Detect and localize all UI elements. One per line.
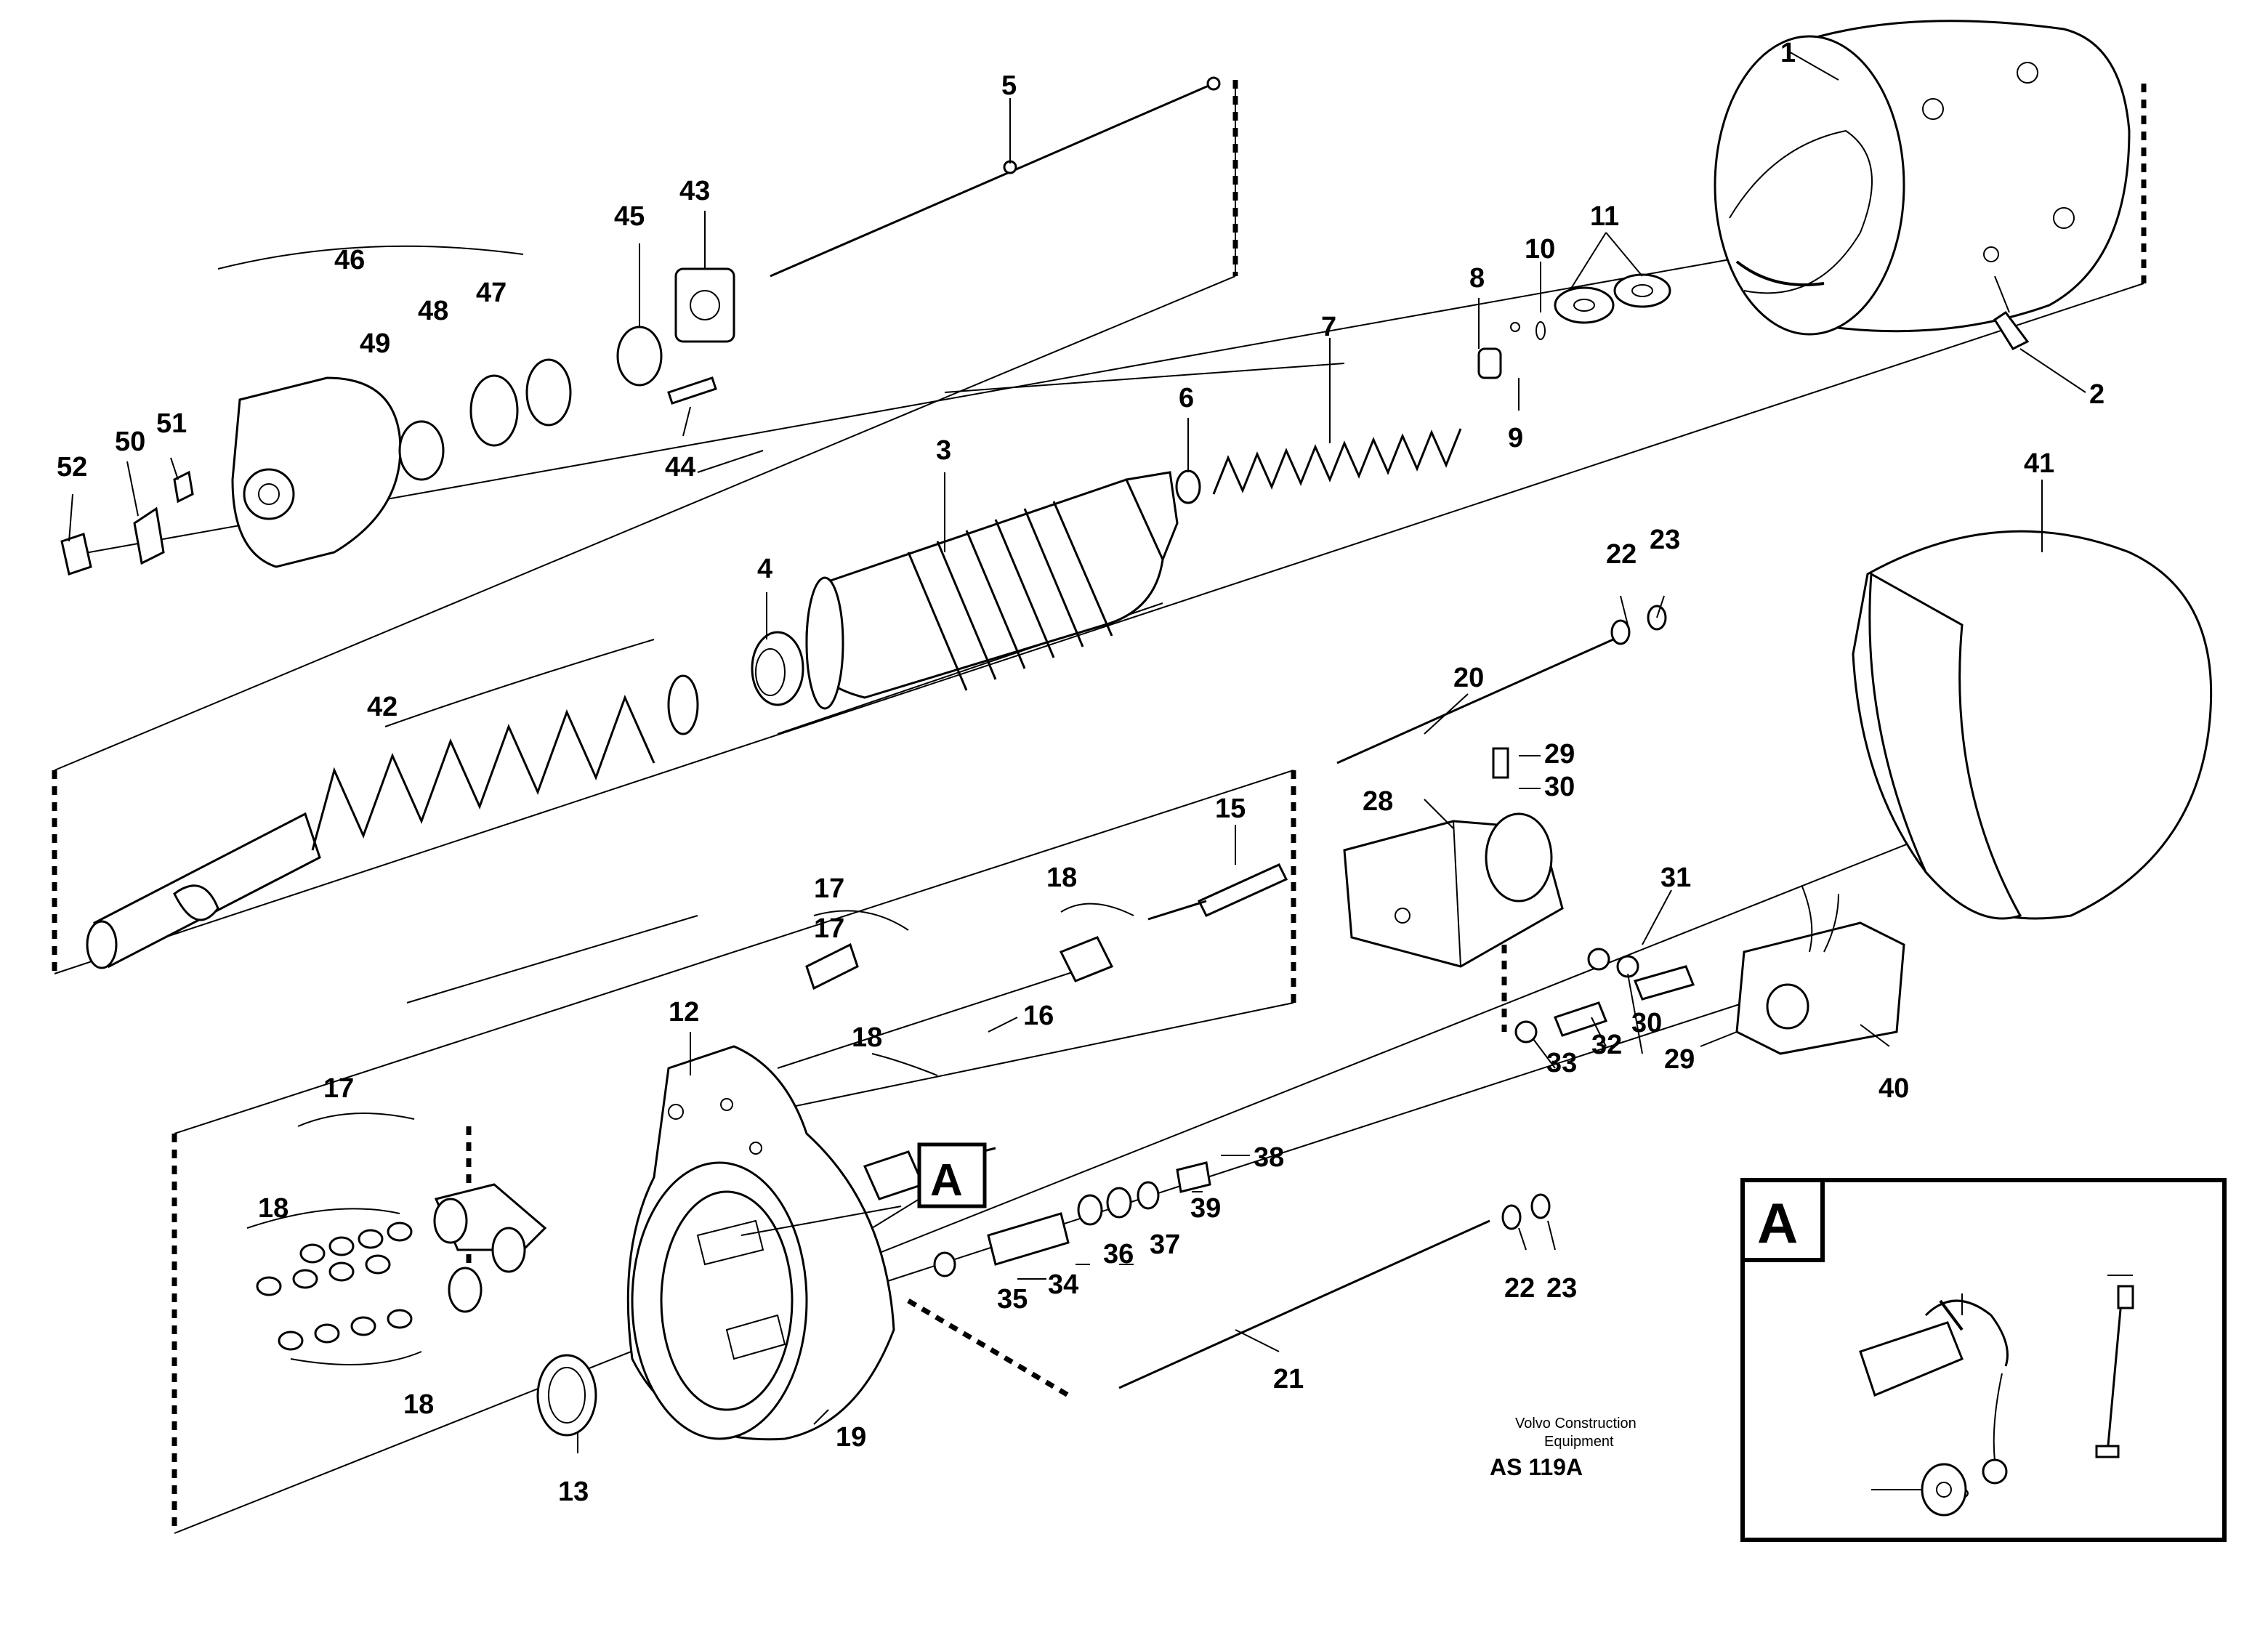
part-label: 43 [679, 176, 710, 206]
part-label: 31 [1660, 863, 1691, 893]
part-label: 42 [367, 692, 397, 722]
detail-marker: A [871, 1142, 987, 1229]
part-label: 35 [997, 1284, 1028, 1315]
drawing-code: AS 119A [1490, 1454, 1583, 1480]
part-label: 17 [323, 1073, 354, 1104]
part-label: 18 [852, 1022, 882, 1053]
relay-40 [1735, 886, 1905, 1055]
armature [805, 471, 1179, 710]
part-label: 23 [1650, 525, 1680, 555]
part-label: 39 [1190, 1193, 1221, 1224]
part-label: 32 [1591, 1030, 1622, 1060]
part-label: 9 [1508, 423, 1523, 453]
part-label: 34 [1048, 1269, 1078, 1300]
part-label: 5 [1001, 70, 1017, 101]
part-label: 38 [1254, 1142, 1284, 1173]
bolt-44 [667, 376, 717, 405]
bushing-6 [1175, 469, 1201, 504]
part-label: 46 [334, 245, 365, 275]
part-label: 28 [1363, 786, 1393, 817]
part-label: 17 [814, 913, 844, 944]
part-label: 51 [156, 408, 187, 439]
part-label: 21 [1273, 1364, 1304, 1394]
drive-end-housing [231, 376, 402, 568]
motor-housing [1714, 20, 2131, 336]
inset-label: A [1757, 1191, 1798, 1255]
part-label: 10 [1525, 234, 1555, 265]
drawing-credit: Volvo Construction Equipment AS 119A [1490, 1416, 1637, 1480]
part-label: 3 [936, 435, 951, 466]
drive-end-rings [398, 267, 735, 481]
part-label: 16 [1023, 1001, 1054, 1031]
part-label: 44 [665, 452, 695, 483]
part-label: 52 [57, 452, 87, 483]
pinion-nut-group [60, 470, 194, 576]
part-label: 17 [814, 873, 844, 904]
part-label: 29 [1544, 739, 1575, 770]
coil-spring [1212, 428, 1462, 495]
credit-line-2: Equipment [1544, 1434, 1614, 1450]
part-label: 12 [669, 997, 699, 1028]
part-label: 13 [558, 1477, 589, 1507]
part-label: 49 [360, 328, 390, 359]
part-label: 40 [1878, 1073, 1909, 1104]
through-rod-5 [770, 76, 1221, 278]
part-label: 18 [1046, 863, 1077, 893]
detail-inset: A [1740, 1178, 2227, 1542]
leader-lines [68, 50, 2086, 1453]
drive-shaft-assembly [86, 674, 699, 969]
part-label: 22 [1606, 539, 1637, 570]
solenoid-hardware [1492, 747, 1695, 1043]
part-label: 22 [1504, 1273, 1535, 1304]
part-label: 41 [2024, 448, 2054, 479]
long-bolts [1118, 605, 1667, 1389]
part-label: 36 [1103, 1239, 1134, 1269]
part-label: 33 [1546, 1048, 1577, 1078]
part-label: 18 [258, 1193, 288, 1224]
commutator-end-frame [626, 1045, 895, 1441]
washers-and-bushings [1477, 273, 1671, 379]
terminal-stud-group [933, 1161, 1211, 1277]
part-label: 30 [1631, 1008, 1662, 1038]
solenoid-switch [1343, 812, 1564, 968]
part-label: 4 [757, 554, 772, 584]
part-label: 30 [1544, 772, 1575, 802]
part-label: 11 [1590, 201, 1619, 232]
part-label: 8 [1469, 263, 1485, 294]
part-label: 48 [418, 296, 448, 326]
part-label: 23 [1546, 1273, 1577, 1304]
part-label: 47 [476, 278, 507, 308]
part-label: 6 [1179, 383, 1194, 413]
cover-band [1852, 530, 2213, 920]
brush-plate-washers [256, 1183, 547, 1351]
part-label: 50 [115, 427, 145, 457]
part-label: 2 [2089, 379, 2104, 410]
part-label: 29 [1664, 1044, 1695, 1075]
part-label: 1 [1780, 38, 1796, 68]
part-label: 18 [403, 1389, 434, 1420]
part-label: 45 [614, 201, 645, 232]
part-label: 37 [1150, 1230, 1180, 1260]
bearing-4 [751, 631, 804, 706]
bushing-13 [536, 1354, 597, 1437]
screw-2 [1993, 275, 2030, 350]
part-label: 7 [1321, 312, 1336, 342]
part-label: 19 [836, 1422, 866, 1453]
detail-marker-letter: A [930, 1155, 963, 1206]
part-label: 20 [1453, 663, 1484, 693]
part-label: 15 [1215, 794, 1246, 824]
credit-line-1: Volvo Construction [1515, 1416, 1637, 1432]
